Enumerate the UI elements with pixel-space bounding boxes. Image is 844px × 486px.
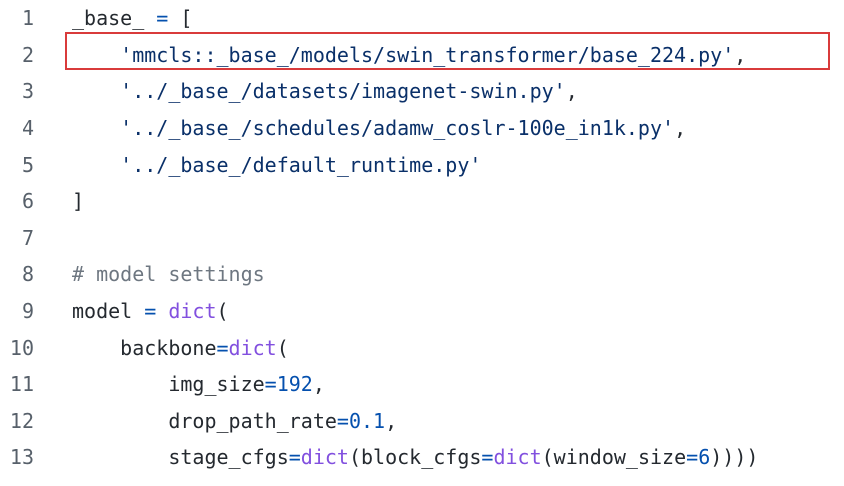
code-line: 9 model = dict( — [0, 293, 844, 330]
code-token: ( — [276, 335, 289, 360]
code-line: 13 stage_cfgs=dict(block_cfgs=dict(windo… — [0, 439, 844, 476]
code-token: drop_path_rate — [72, 408, 337, 433]
line-content: ] — [72, 189, 84, 213]
code-token: , — [312, 372, 325, 397]
line-content: stage_cfgs=dict(block_cfgs=dict(window_s… — [72, 445, 758, 469]
code-line: 10 backbone=dict( — [0, 329, 844, 366]
code-token: = — [481, 445, 494, 470]
code-token: backbone — [72, 335, 217, 360]
code-token: [ — [168, 6, 193, 31]
line-content: '../_base_/default_runtime.py' — [72, 153, 481, 177]
line-content: # model settings — [72, 262, 265, 286]
line-content: '../_base_/schedules/adamw_coslr-100e_in… — [72, 116, 686, 140]
line-number[interactable]: 1 — [21, 6, 34, 31]
code-line: 4 '../_base_/schedules/adamw_coslr-100e_… — [0, 110, 844, 147]
line-content: img_size=192, — [72, 372, 325, 396]
code-token: = — [144, 299, 157, 324]
code-token: = — [686, 445, 699, 470]
line-content: drop_path_rate=0.1, — [72, 409, 397, 433]
line-number[interactable]: 7 — [21, 225, 34, 250]
code-token: )))) — [710, 445, 759, 470]
code-token: = — [264, 372, 277, 397]
line-content: backbone=dict( — [72, 336, 289, 360]
code-token: dict — [300, 445, 349, 470]
line-content: _base_ = [ — [72, 6, 192, 30]
line-number[interactable]: 10 — [9, 335, 34, 360]
code-token: stage_cfgs — [72, 445, 289, 470]
code-line: 11 img_size=192, — [0, 366, 844, 403]
line-number[interactable]: 9 — [21, 299, 34, 324]
code-token: (block_cfgs — [348, 445, 482, 470]
code-token: model — [72, 299, 145, 324]
line-number[interactable]: 5 — [21, 152, 34, 177]
code-token — [72, 79, 120, 103]
code-token: = — [288, 445, 301, 470]
line-content: model = dict( — [72, 299, 229, 323]
line-content: 'mmcls::_base_/models/swin_transformer/b… — [72, 43, 746, 67]
line-number[interactable]: 6 — [21, 189, 34, 214]
code-token: _base_ — [72, 6, 157, 31]
code-token: = — [336, 408, 349, 433]
code-token: ( — [216, 299, 229, 324]
code-token: = — [216, 335, 229, 360]
code-token — [156, 299, 168, 323]
code-token: , — [565, 79, 578, 104]
code-token: dict — [168, 299, 217, 324]
line-number[interactable]: 3 — [21, 79, 34, 104]
line-content: '../_base_/datasets/imagenet-swin.py', — [72, 79, 578, 103]
code-token — [72, 43, 120, 67]
code-token — [72, 153, 120, 177]
code-line: 6] — [0, 183, 844, 220]
code-token: 6 — [698, 445, 711, 470]
code-token: '../_base_/schedules/adamw_coslr-100e_in… — [120, 116, 675, 141]
code-token: img_size — [72, 372, 265, 397]
code-line: 12 drop_path_rate=0.1, — [0, 403, 844, 440]
code-token: '../_base_/datasets/imagenet-swin.py' — [120, 79, 566, 104]
line-number[interactable]: 12 — [9, 408, 34, 433]
code-token: = — [156, 6, 169, 31]
code-line: 2 'mmcls::_base_/models/swin_transformer… — [0, 37, 844, 74]
code-token: , — [674, 116, 687, 141]
code-token: (window_size — [541, 445, 687, 470]
code-line: 3 '../_base_/datasets/imagenet-swin.py', — [0, 73, 844, 110]
line-number[interactable]: 13 — [9, 445, 34, 470]
code-token: 0.1 — [348, 408, 386, 433]
code-token: ] — [72, 189, 85, 214]
code-line: 1 _base_ = [ — [0, 0, 844, 37]
code-token: dict — [228, 335, 277, 360]
code-token: 'mmcls::_base_/models/swin_transformer/b… — [120, 42, 735, 67]
code-line: 8 # model settings — [0, 256, 844, 293]
code-token: '../_base_/default_runtime.py' — [120, 152, 482, 177]
code-line: 5 '../_base_/default_runtime.py' — [0, 146, 844, 183]
code-line: 7 — [0, 220, 844, 257]
code-token: , — [734, 42, 747, 67]
code-token: 192 — [276, 372, 313, 397]
line-number[interactable]: 4 — [21, 116, 34, 141]
code-token: # model settings — [72, 262, 265, 287]
code-token — [72, 116, 120, 140]
code-token: dict — [493, 445, 542, 470]
line-number[interactable]: 2 — [21, 42, 34, 67]
line-number[interactable]: 11 — [9, 372, 34, 397]
code-token: , — [385, 408, 398, 433]
line-number[interactable]: 8 — [21, 262, 34, 287]
